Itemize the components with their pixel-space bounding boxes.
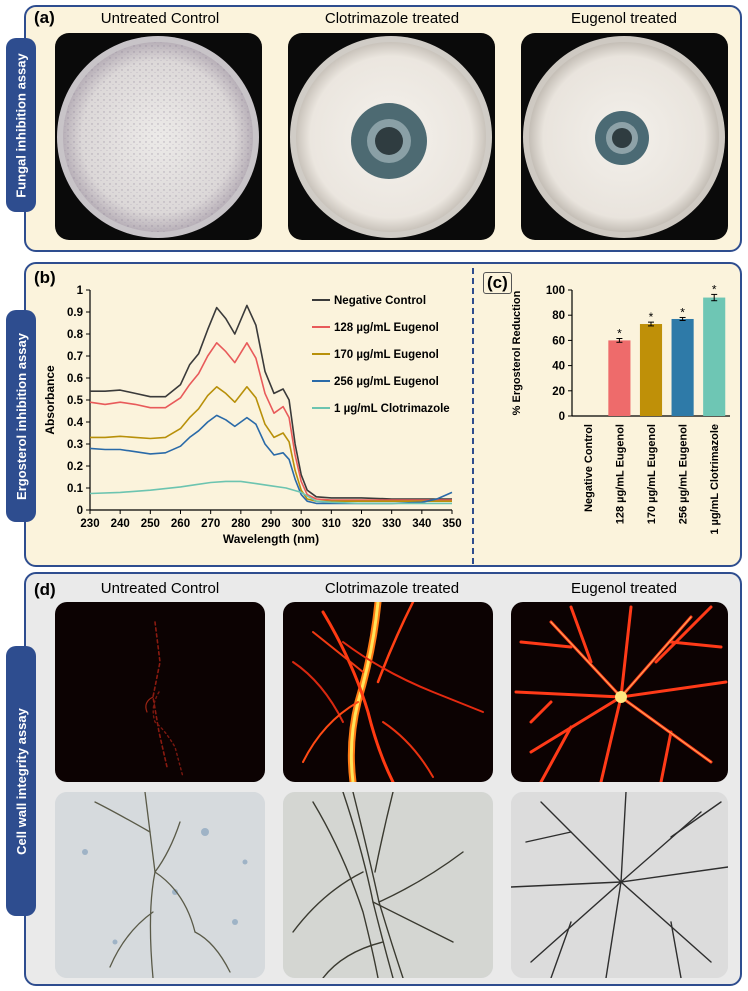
spectrum-legend-label: 256 µg/mL Eugenol [334,376,439,388]
bar-rect [608,340,631,416]
plate-image-untreated [55,33,262,240]
spectrum-y-tick-label: 0.6 [67,373,83,385]
panel-d-title-untreated: Untreated Control [100,580,220,597]
panel-d-letter: (d) [34,580,56,599]
bar-y-tick-label: 40 [552,361,565,373]
spectrum-series-line [89,480,452,505]
panel-a-title-eugenol: Eugenol treated [571,10,677,27]
bar-category-label: 256 µg/mL Eugenol [678,424,690,524]
spectrum-y-tick-label: 0.5 [67,395,84,407]
spectrum-series-line [89,342,452,501]
panel-d-side-label-text: Cell wall integrity assay [13,707,29,855]
panel-d-title-eugenol: Eugenol treated [571,580,677,597]
panel-c-letter: (c) [483,272,512,294]
bar-y-axis-label: % Ergosterol Reduction [511,290,523,415]
spectrum-legend-label: 1 µg/mL Clotrimazole [334,403,450,415]
bar-y-tick-label: 80 [552,310,565,322]
fluorescence-image-eugenol [511,602,728,782]
bar-y-tick-label: 100 [546,285,565,297]
spectrum-x-tick-label: 310 [322,518,341,530]
spectrum-x-tick-label: 270 [201,518,220,530]
bar-rect [671,318,694,416]
spectrum-y-tick-label: 0.2 [67,461,83,473]
panel-a-side-label: Fungal inhibition assay [6,38,36,212]
spectrum-y-tick-label: 0.4 [67,417,84,429]
spectrum-x-tick-label: 260 [171,518,190,530]
spectrum-x-tick-label: 240 [111,518,130,530]
spectrum-legend-label: 128 µg/mL Eugenol [334,322,439,334]
bar-rect [639,324,663,416]
spectrum-series-line [90,386,452,502]
spectrum-x-axis-label: Wavelength (nm) [223,532,319,546]
spectrum-legend-label: 170 µg/mL Eugenol [334,349,439,361]
spectrum-y-tick-label: 1 [77,285,84,297]
spectrum-x-tick-label: 330 [382,518,401,530]
spectrum-y-tick-label: 0 [77,505,83,517]
plate-image-clotrimazole [288,33,495,240]
bar-category-label: 1 µg/mL Clotrimazole [709,424,721,535]
spectrum-x-tick-label: 340 [412,518,431,530]
spectrum-x-tick-label: 230 [80,518,99,530]
bar-category-label: 170 µg/mL Eugenol [646,424,658,524]
spectrum-x-tick-label: 290 [261,518,280,530]
panel-divider [472,268,474,564]
bar-rect [703,297,726,416]
plate-image-eugenol [521,33,728,240]
spectrum-y-tick-label: 0.1 [67,483,84,495]
panel-a-letter: (a) [34,8,55,27]
spectrum-x-tick-label: 350 [442,518,461,530]
spectrum-x-tick-label: 320 [352,518,371,530]
bar-significance-marker: * [649,310,654,324]
panel-a-title-clotrimazole: Clotrimazole treated [324,10,460,27]
spectrum-y-tick-label: 0.9 [67,307,83,319]
spectrum-y-tick-label: 0.8 [67,329,84,341]
bar-significance-marker: * [712,282,717,296]
fluorescence-image-untreated [55,602,265,782]
ergosterol-reduction-bar-chart: 0 20 40 60 80 100 % Ergosterol ReductionNegati… [511,282,730,535]
panel-b-side-label-text: Ergosterol inhibition assay [13,332,29,500]
brightfield-image-eugenol [511,792,728,978]
panel-d-title-clotrimazole: Clotrimazole treated [324,580,460,597]
spectrum-y-tick-label: 0.7 [67,351,83,363]
spectrum-legend-label: Negative Control [334,295,426,307]
panel-d-side-label: Cell wall integrity assay [6,646,36,916]
bar-significance-marker: * [680,305,685,319]
brightfield-image-clotrimazole [283,792,493,978]
panel-b-side-label: Ergosterol inhibition assay [6,310,36,522]
spectrum-x-tick-label: 300 [292,518,311,530]
bar-category-label: 128 µg/mL Eugenol [614,424,626,524]
spectrum-x-tick-label: 250 [141,518,160,530]
absorbance-spectrum-chart: 230 240 250 260 270 280 290 300 310 320 330 340 350 0… [43,285,462,546]
spectrum-series-line [90,304,452,500]
fluorescence-image-clotrimazole [283,602,493,782]
panel-b-letter: (b) [34,268,56,287]
spectrum-x-tick-label: 280 [231,518,250,530]
panel-a-title-untreated: Untreated Control [100,10,220,27]
bar-significance-marker: * [617,327,622,341]
bar-y-tick-label: 60 [552,335,565,347]
brightfield-image-untreated [55,792,265,978]
spectrum-y-axis-label: Absorbance [43,365,57,435]
spectrum-y-tick-label: 0.3 [67,439,83,451]
bar-y-tick-label: 0 [559,411,565,423]
panel-a-side-label-text: Fungal inhibition assay [13,52,29,198]
bar-y-tick-label: 20 [552,386,565,398]
bar-category-label: Negative Control [583,424,595,512]
